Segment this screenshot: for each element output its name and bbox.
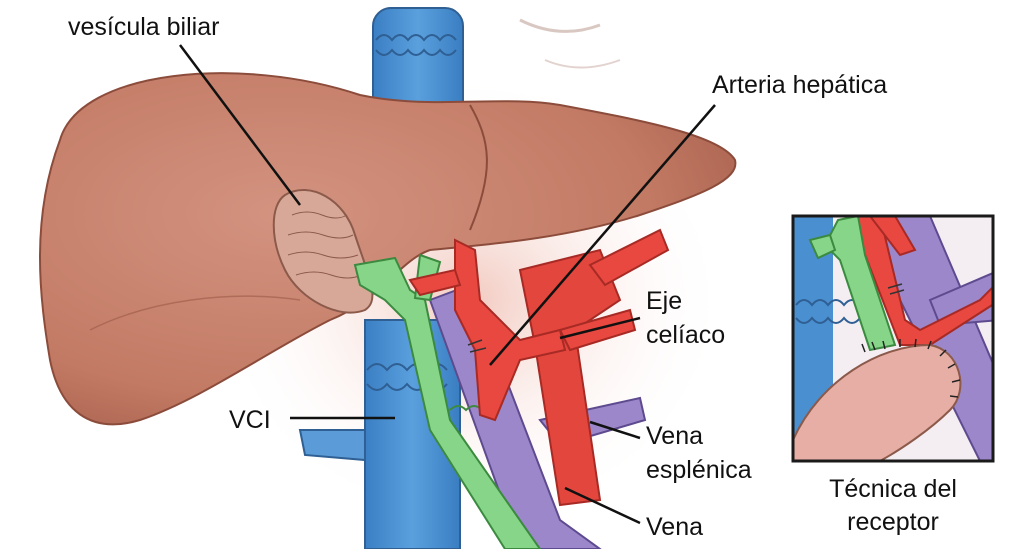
label-ivc: VCI xyxy=(229,406,271,434)
label-splenic-vein-line2: esplénica xyxy=(646,456,752,484)
hepatic-artery xyxy=(408,238,567,422)
label-celiac-line2: celíaco xyxy=(646,321,725,349)
gallbladder xyxy=(272,189,374,314)
label-gallbladder: vesícula biliar xyxy=(68,13,219,41)
diaphragm-line xyxy=(519,18,601,33)
leader-portal-vein xyxy=(564,486,641,525)
diaphragm-line xyxy=(544,59,621,69)
label-hepatic-artery: Arteria hepática xyxy=(712,71,887,99)
leader-splenic-vein xyxy=(589,420,641,440)
label-splenic-vein-line1: Vena xyxy=(646,422,703,450)
inset-caption-line2: receptor xyxy=(847,508,939,536)
label-portal-vein: Vena xyxy=(646,513,703,541)
leader-gallbladder xyxy=(179,44,301,206)
aorta xyxy=(518,228,670,507)
leader-hepatic-artery xyxy=(489,104,716,366)
label-celiac-line1: Eje xyxy=(646,287,682,315)
inset-panel xyxy=(791,214,995,463)
leader-lines xyxy=(179,44,716,525)
liver xyxy=(39,72,737,426)
inset-caption-line1: Técnica del xyxy=(829,475,957,503)
leader-celiac xyxy=(559,316,641,340)
